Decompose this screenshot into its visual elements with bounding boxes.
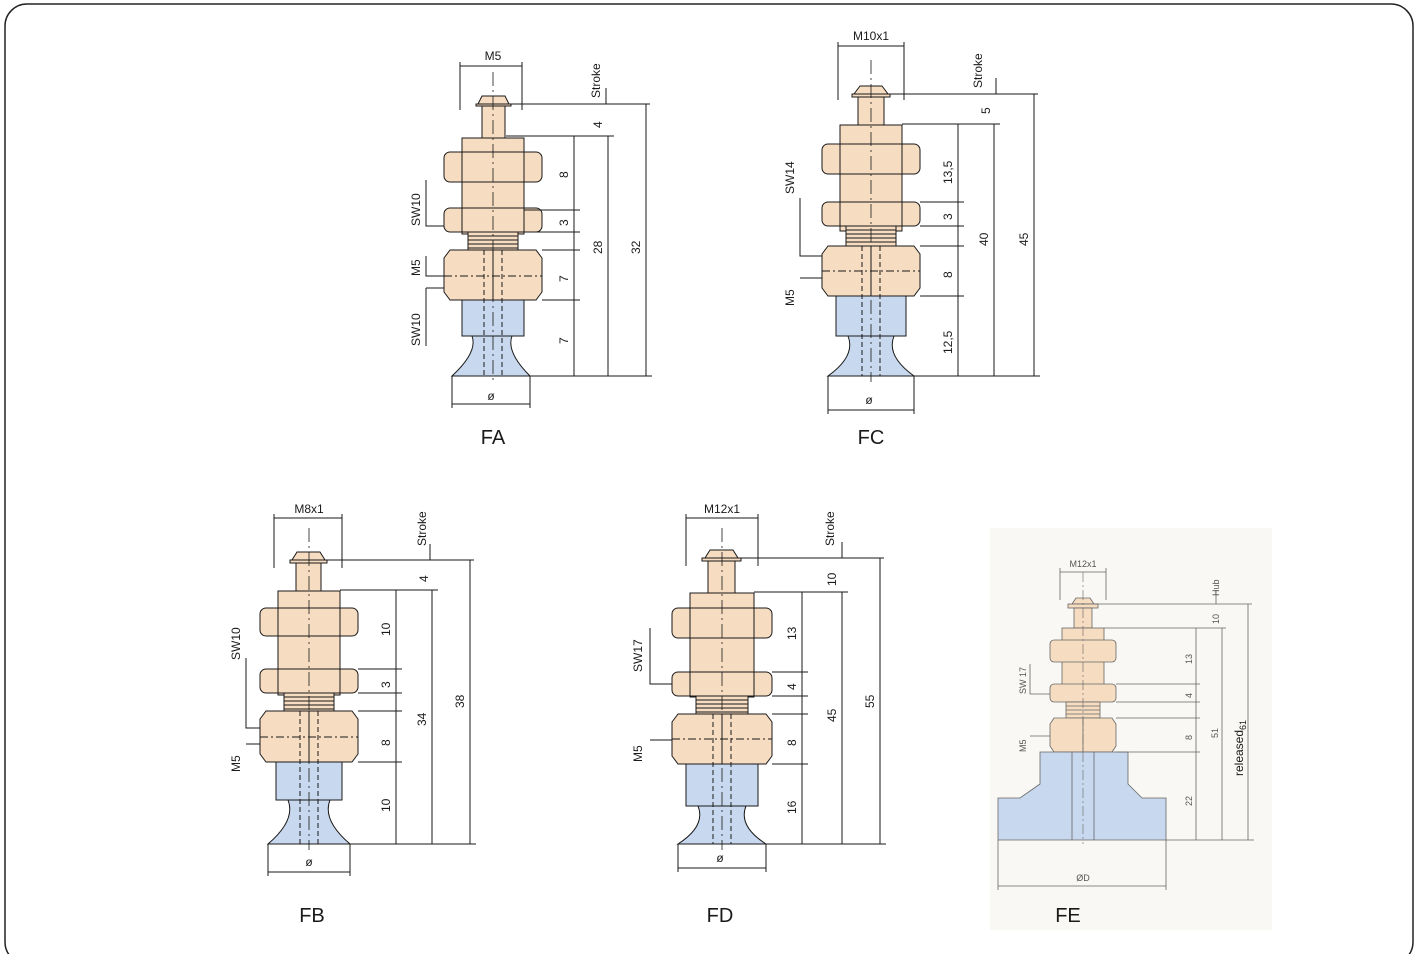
fe-stroke-label: Hub bbox=[1211, 579, 1221, 596]
fe-left-label: M5 bbox=[1018, 739, 1028, 752]
fe-released-label: released61 bbox=[1232, 720, 1248, 776]
fe-dim-long: 51 bbox=[1210, 728, 1220, 738]
fd-left-label: SW17 bbox=[631, 639, 645, 672]
fb-dim-long: 34 bbox=[415, 712, 429, 726]
fd-dim-long: 55 bbox=[863, 694, 877, 708]
fb-left-label: SW10 bbox=[229, 627, 243, 660]
pin-tip bbox=[477, 95, 510, 105]
fc-stroke-label: Stroke bbox=[971, 53, 985, 88]
fa-dim-long: 32 bbox=[629, 240, 643, 254]
fe-caption: FE bbox=[1055, 905, 1081, 927]
fb-dim-segment: 10 bbox=[379, 622, 393, 636]
diagram-fe bbox=[997, 568, 1254, 890]
pin bbox=[295, 562, 322, 592]
fb-dim-long: 38 bbox=[453, 694, 467, 708]
fd-stroke-label: Stroke bbox=[823, 511, 837, 546]
fc-caption: FC bbox=[858, 427, 885, 449]
fa-dim-segment: 3 bbox=[557, 219, 571, 226]
fa-dim-segment: 4 bbox=[591, 121, 605, 128]
pin bbox=[481, 105, 506, 139]
fb-dim-segment: 8 bbox=[379, 739, 393, 746]
fa-diameter-label: ø bbox=[487, 389, 495, 403]
fe-diameter-label: ØD bbox=[1076, 873, 1090, 883]
fe-left-label: SW 17 bbox=[1018, 667, 1028, 694]
fc-diameter-label: ø bbox=[865, 393, 873, 407]
fc-left-label: SW14 bbox=[783, 161, 797, 194]
fa-dim-segment: 8 bbox=[557, 171, 571, 178]
fd-caption: FD bbox=[707, 905, 734, 927]
fb-caption: FB bbox=[299, 905, 325, 927]
fe-thread-label: M12x1 bbox=[1069, 559, 1096, 569]
fb-dim-segment: 4 bbox=[417, 575, 431, 582]
diagram-fa bbox=[425, 62, 652, 408]
pin bbox=[707, 560, 736, 594]
fc-left-label: M5 bbox=[783, 289, 797, 306]
fc-thread-label: M10x1 bbox=[853, 29, 889, 43]
fa-dim-segment: 7 bbox=[557, 275, 571, 282]
fd-thread-label: M12x1 bbox=[704, 502, 740, 516]
fe-panel bbox=[990, 528, 1272, 930]
fc-dim-segment: 13,5 bbox=[941, 160, 955, 184]
fd-left-label: M5 bbox=[631, 745, 645, 762]
fa-dim-segment: 7 bbox=[557, 337, 571, 344]
fc-dim-long: 40 bbox=[977, 232, 991, 246]
fc-dim-long: 45 bbox=[1017, 232, 1031, 246]
fb-left-label: M5 bbox=[229, 755, 243, 772]
fa-left-label: SW10 bbox=[409, 313, 423, 346]
fd-dim-segment: 4 bbox=[785, 683, 799, 690]
fd-dim-segment: 13 bbox=[785, 626, 799, 640]
fa-caption: FA bbox=[481, 427, 506, 449]
fb-stroke-label: Stroke bbox=[415, 511, 429, 546]
fb-dim-segment: 10 bbox=[379, 798, 393, 812]
fc-dim-segment: 3 bbox=[941, 213, 955, 220]
fa-left-label: M5 bbox=[409, 259, 423, 276]
fa-thread-label: M5 bbox=[485, 49, 502, 63]
fa-stroke-label: Stroke bbox=[589, 63, 603, 98]
fc-dim-segment: 12,5 bbox=[941, 330, 955, 354]
fd-dim-long: 45 bbox=[825, 708, 839, 722]
fd-diameter-label: ø bbox=[716, 851, 724, 865]
fc-dim-segment: 8 bbox=[941, 271, 955, 278]
fb-dim-segment: 3 bbox=[379, 681, 393, 688]
fd-dim-segment: 10 bbox=[825, 572, 839, 586]
fe-dim-segment: 4 bbox=[1184, 693, 1194, 698]
fe-dim-segment: 22 bbox=[1184, 796, 1194, 806]
fd-dim-segment: 8 bbox=[785, 739, 799, 746]
fe-dim-segment: 8 bbox=[1184, 735, 1194, 740]
fb-thread-label: M8x1 bbox=[294, 502, 324, 516]
fa-left-label: SW10 bbox=[409, 193, 423, 226]
fc-dim-segment: 5 bbox=[979, 107, 993, 114]
fa-dim-long: 28 bbox=[591, 240, 605, 254]
diagram-fd bbox=[649, 514, 886, 872]
fe-dim-segment: 10 bbox=[1211, 614, 1221, 624]
fd-dim-segment: 16 bbox=[785, 800, 799, 814]
fe-dim-segment: 13 bbox=[1184, 654, 1194, 664]
fb-diameter-label: ø bbox=[305, 855, 313, 869]
diagram-fc bbox=[799, 42, 1040, 414]
diagram-fb bbox=[245, 514, 476, 876]
